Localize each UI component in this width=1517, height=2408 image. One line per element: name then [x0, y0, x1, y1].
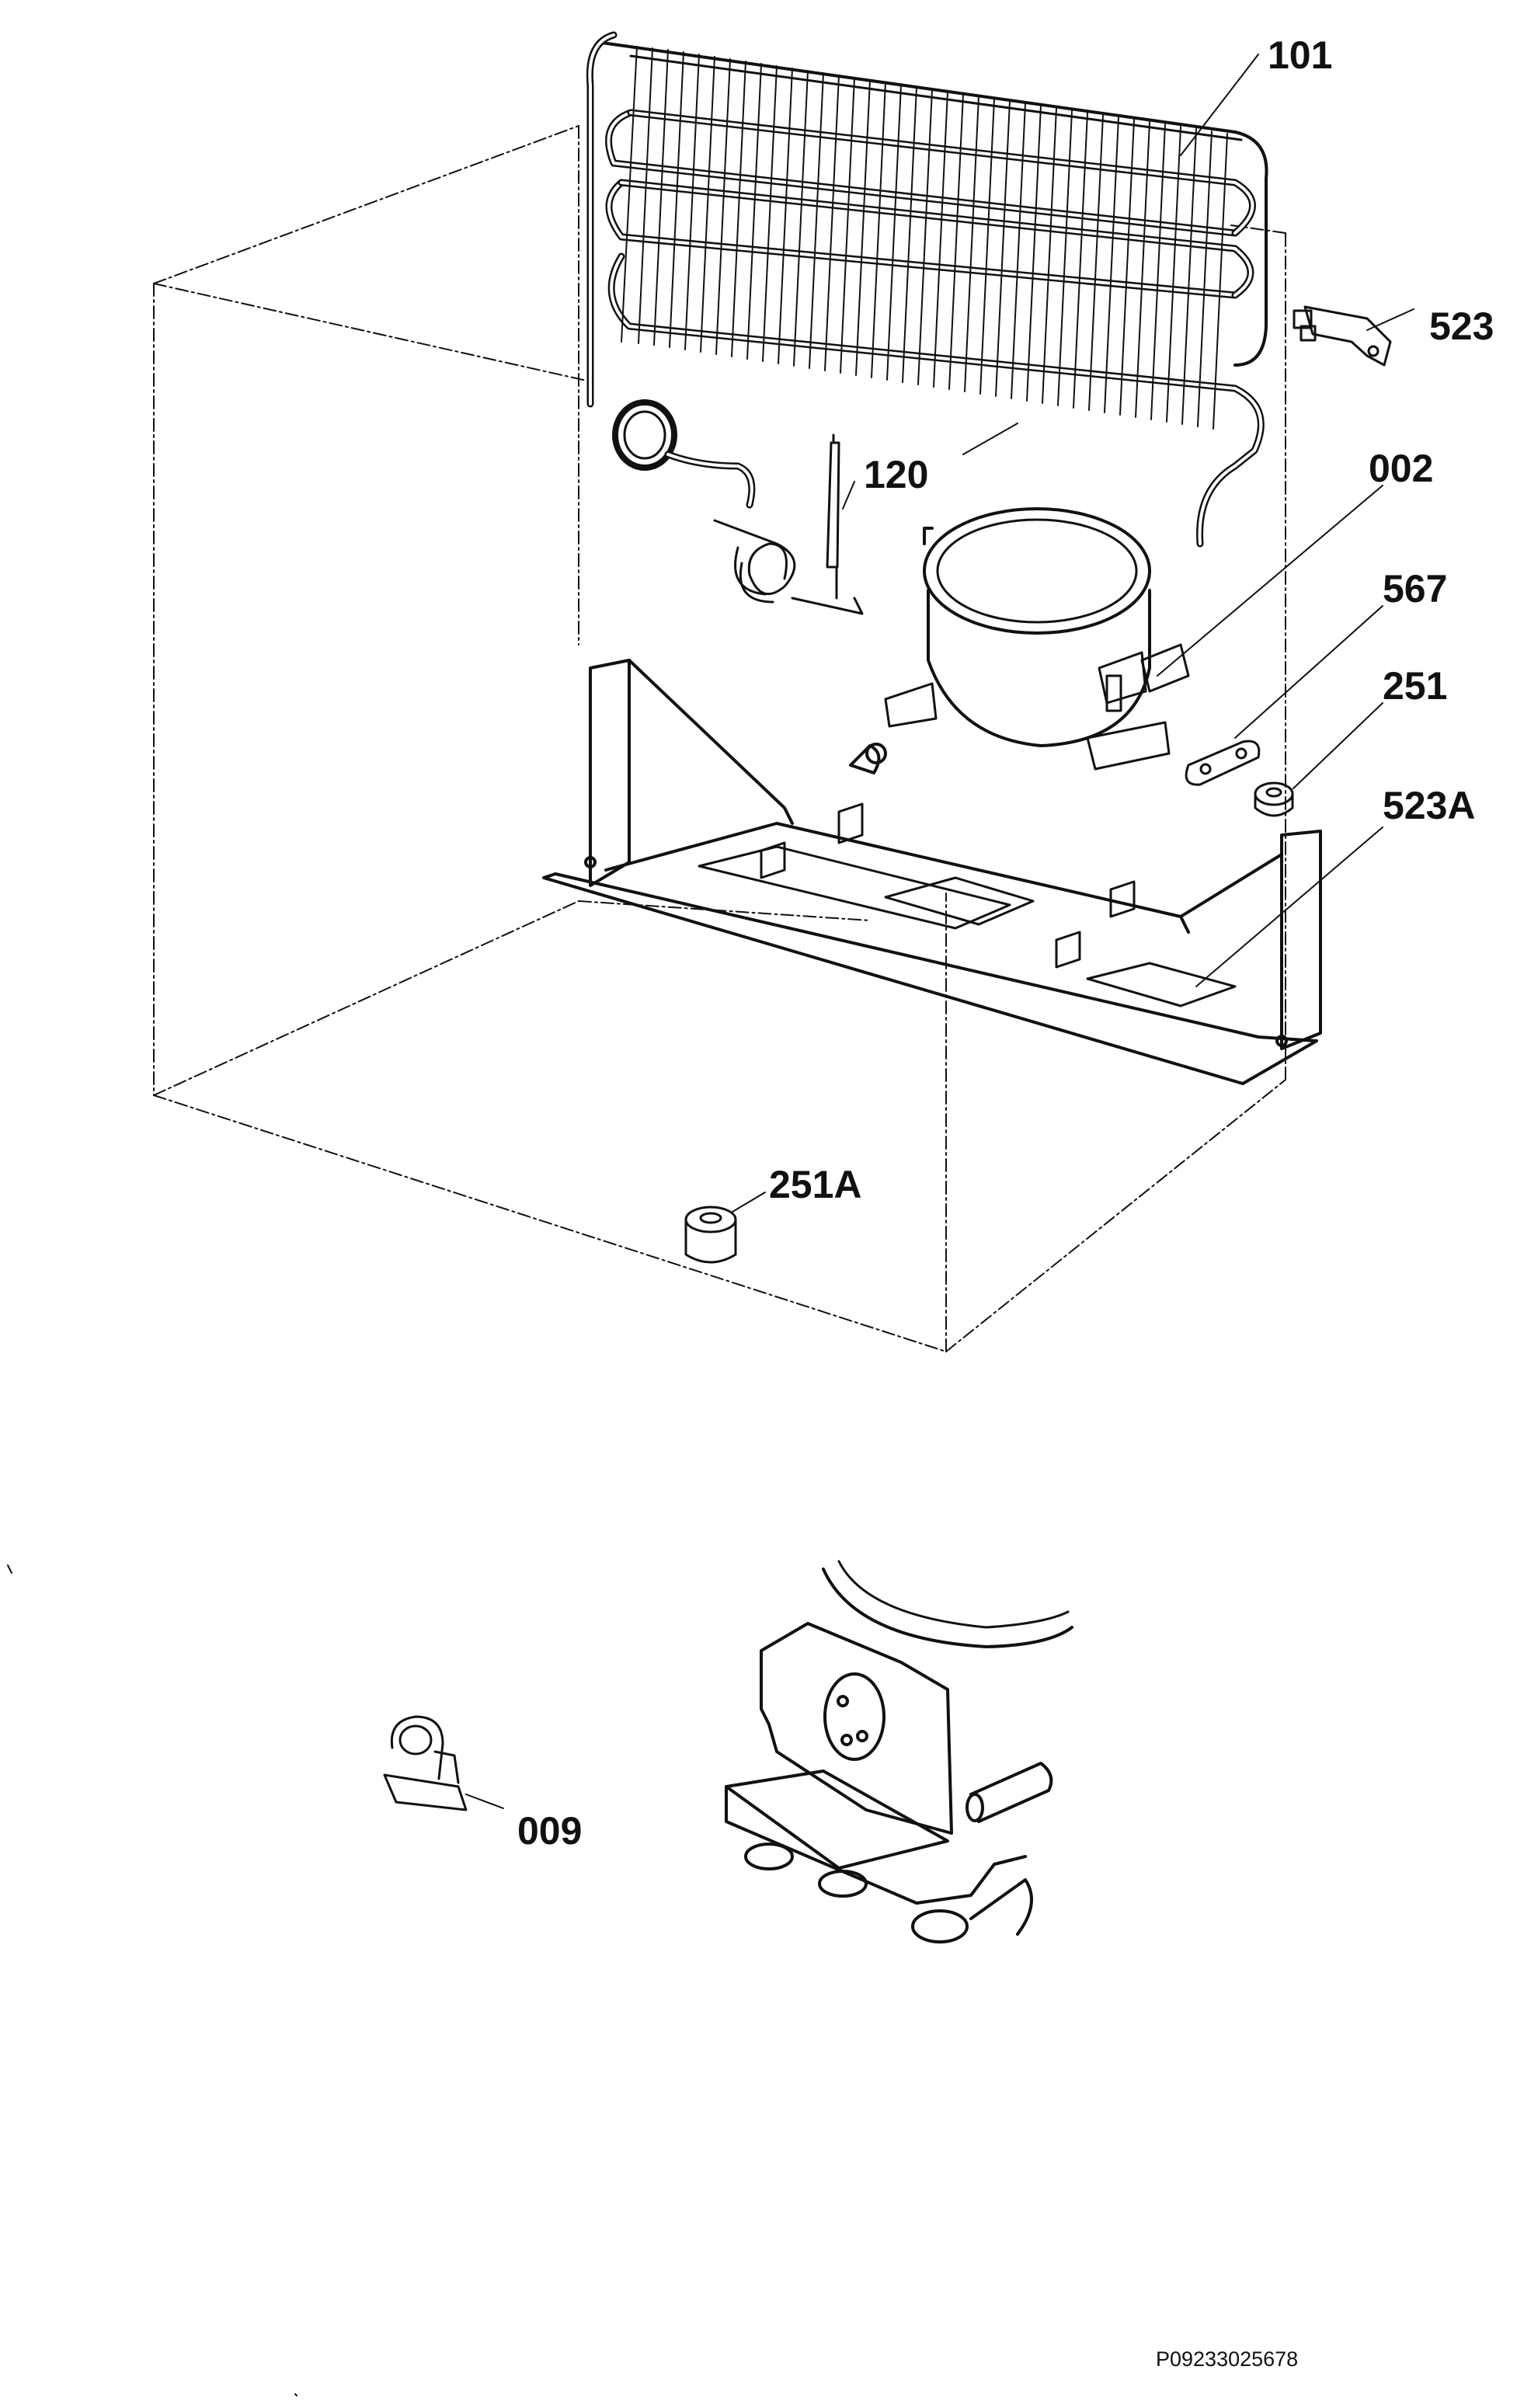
callout-251: 251 — [1383, 664, 1448, 708]
grommet-251A — [684, 1206, 737, 1264]
relay-clip-009 — [383, 1715, 468, 1811]
callout-251A: 251A — [769, 1163, 862, 1206]
callout-567: 567 — [1383, 567, 1448, 611]
leader-lines — [465, 54, 1414, 1809]
callout-101: 101 — [1268, 33, 1333, 77]
terminal-detail — [725, 1560, 1073, 1943]
callout-009: 009 — [517, 1809, 583, 1853]
cabinet-outline — [153, 125, 1286, 1352]
callout-002: 002 — [1369, 447, 1434, 490]
document-reference: P09233025678 — [1156, 2347, 1299, 2371]
compressor-002 — [884, 507, 1190, 771]
condenser-101 — [586, 31, 1268, 548]
dryer-120 — [713, 433, 864, 615]
washer-567 — [1185, 739, 1261, 786]
hinge-523 — [1293, 305, 1392, 367]
bracket-523A — [542, 659, 1322, 1085]
grommet-251 — [1254, 781, 1294, 817]
callout-523A: 523A — [1383, 784, 1476, 827]
scan-marks — [7, 1564, 297, 2396]
callout-120: 120 — [864, 453, 929, 496]
callout-523: 523 — [1429, 304, 1494, 348]
